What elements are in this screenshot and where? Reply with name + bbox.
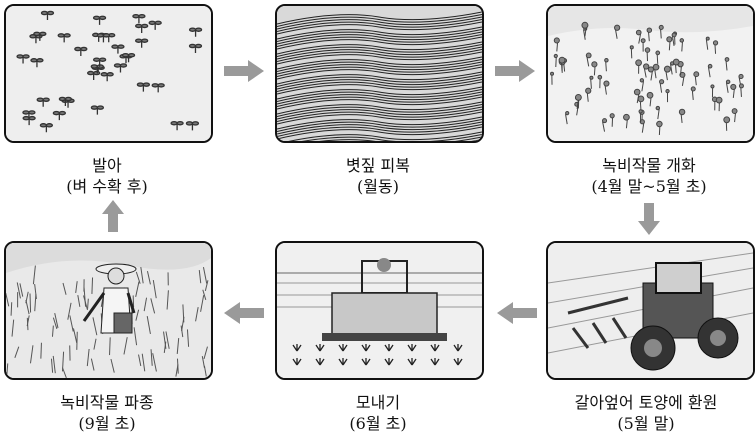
- caption-transplanting: 모내기 (6월 초): [263, 392, 493, 434]
- panel-sowing: [4, 241, 213, 380]
- step-title: 발아: [92, 156, 122, 175]
- step-title: 갈아엎어 토양에 환원: [574, 393, 718, 412]
- arrow-left-icon: [497, 302, 537, 324]
- step-title: 녹비작물 파종: [60, 393, 154, 412]
- arrow-right-icon: [224, 60, 264, 82]
- caption-sowing: 녹비작물 파종 (9월 초): [0, 392, 222, 434]
- transplanter-illustration: [277, 243, 482, 378]
- step-timing: (월동): [357, 177, 399, 196]
- caption-germination: 발아 (벼 수확 후): [0, 155, 222, 197]
- caption-plowing: 갈아엎어 토양에 환원 (5월 말): [526, 392, 755, 434]
- farmer-sowing-illustration: [6, 243, 211, 378]
- step-timing: (벼 수확 후): [66, 177, 148, 196]
- sprouts-illustration: [6, 6, 211, 141]
- arrow-right-icon: [495, 60, 535, 82]
- step-timing: (6월 초): [349, 414, 407, 433]
- panel-flowering: [546, 4, 755, 143]
- step-title: 볏짚 피복: [346, 156, 410, 175]
- arrow-down-icon: [638, 203, 660, 235]
- arrow-left-icon: [224, 302, 264, 324]
- step-title: 녹비작물 개화: [602, 156, 696, 175]
- panel-transplanting: [275, 241, 484, 380]
- step-timing: (5월 말): [617, 414, 675, 433]
- panel-plowing: [546, 241, 755, 380]
- arrow-up-icon: [102, 200, 124, 232]
- flower-field-illustration: [548, 6, 753, 141]
- step-title: 모내기: [355, 393, 401, 412]
- panel-germination: [4, 4, 213, 143]
- step-timing: (4월 말~5월 초): [591, 177, 707, 196]
- tractor-illustration: [548, 243, 753, 378]
- caption-flowering: 녹비작물 개화 (4월 말~5월 초): [534, 155, 755, 197]
- panel-straw-mulch: [275, 4, 484, 143]
- step-timing: (9월 초): [78, 414, 136, 433]
- caption-straw-mulch: 볏짚 피복 (월동): [263, 155, 493, 197]
- straw-field-illustration: [277, 6, 482, 141]
